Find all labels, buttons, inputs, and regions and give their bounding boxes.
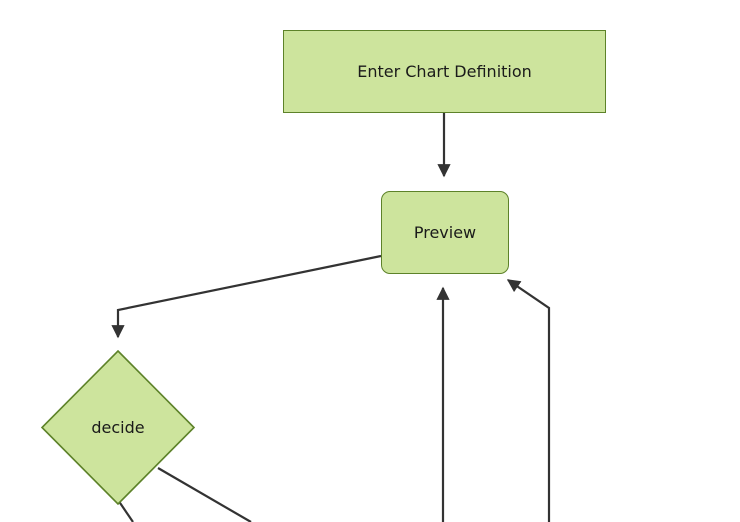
diamond-shape-icon (41, 350, 195, 505)
edge-offscreen-right-to-preview (506, 279, 551, 522)
node-preview[interactable]: Preview (381, 191, 509, 274)
node-enter-chart-definition[interactable]: Enter Chart Definition (283, 30, 606, 113)
node-label: Enter Chart Definition (357, 61, 532, 81)
node-decide[interactable]: decide (41, 350, 195, 505)
edge-decide-to-offscreen-right (157, 467, 252, 522)
node-label: Preview (413, 222, 477, 242)
node-label: decide (91, 417, 145, 437)
edge-preview-to-decide (111, 254, 382, 339)
